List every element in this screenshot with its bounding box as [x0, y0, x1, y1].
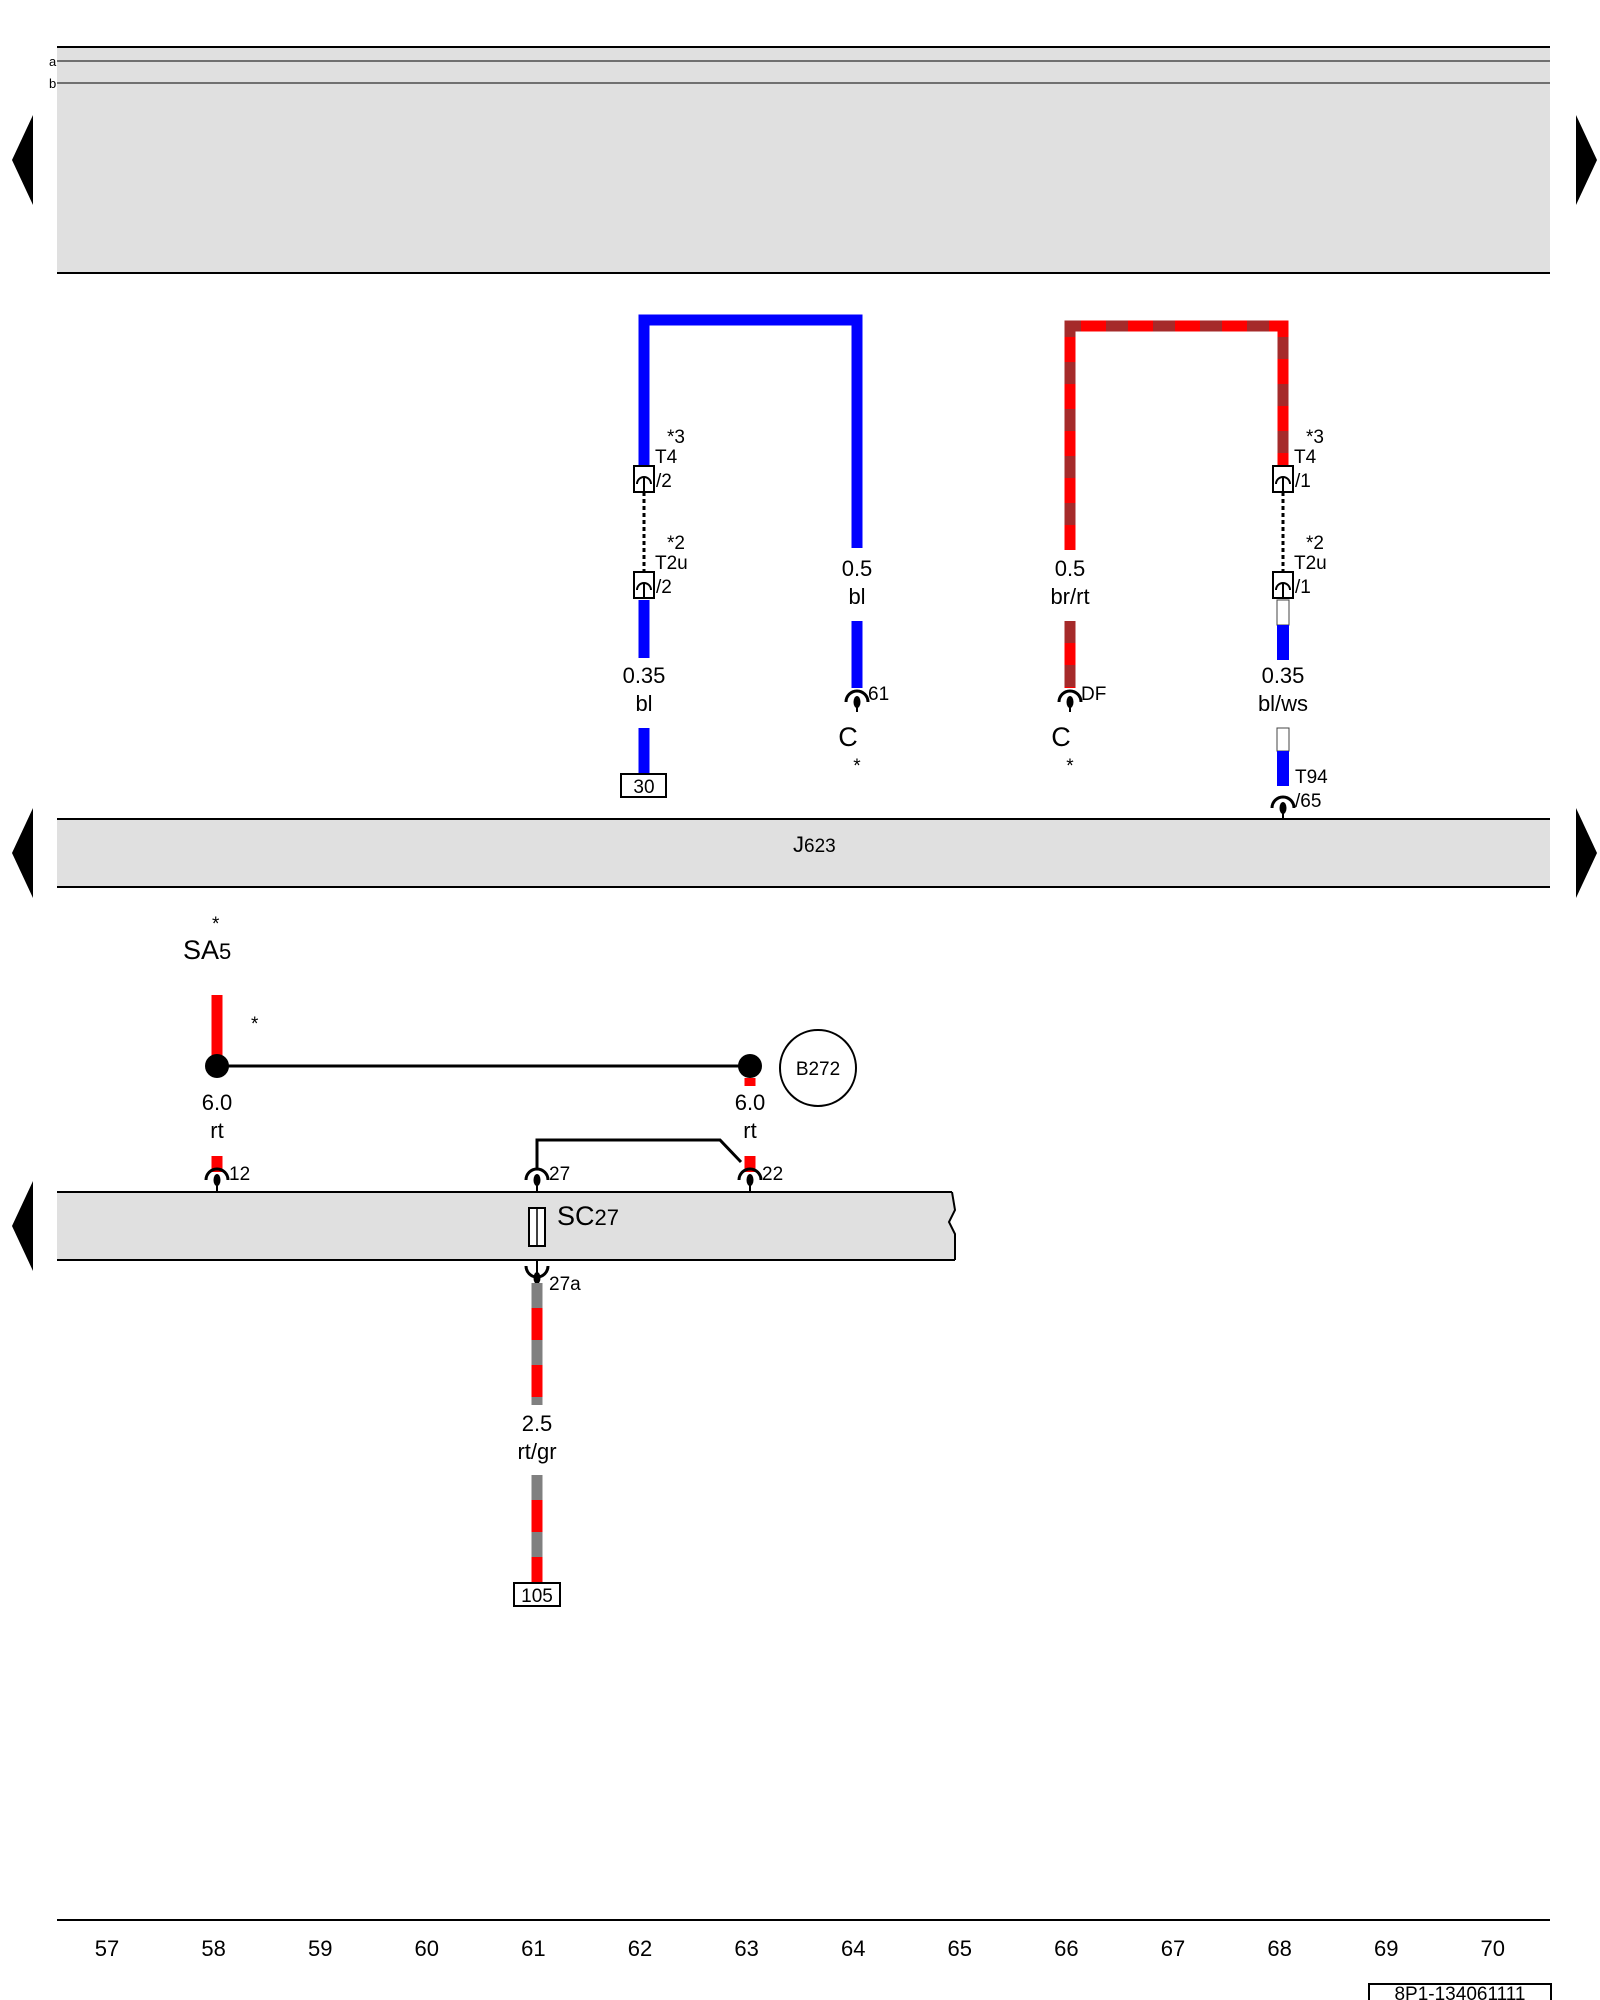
grid-number: 62 [628, 1936, 652, 1961]
pin-connector-22 [737, 1167, 763, 1192]
grid-number: 67 [1161, 1936, 1185, 1961]
control-unit-j623 [57, 819, 1550, 887]
pin-label-27a: 27a [549, 1274, 581, 1295]
fuse-carrier-sc [57, 1192, 955, 1260]
wire-color-label: bl/ws [1258, 691, 1308, 716]
pin-label-27: 27 [549, 1164, 570, 1185]
junction-dot-right [738, 1054, 762, 1078]
grid-number: 63 [734, 1936, 758, 1961]
wire-color-label: br/rt [1050, 584, 1089, 609]
pin-connector-27a [524, 1260, 550, 1284]
svg-text:*2: *2 [667, 533, 685, 554]
pin-label-df: DF [1081, 684, 1106, 705]
wire-blws-white-a [1276, 599, 1290, 626]
wire-gauge-label: 0.35 [623, 663, 666, 688]
wire-color-label: rt [210, 1118, 223, 1143]
terminal-label-105: 105 [521, 1586, 553, 1607]
svg-text:*2: *2 [1306, 533, 1324, 554]
grid-number: 69 [1374, 1936, 1398, 1961]
pin-connector-t94-65 [1270, 795, 1296, 820]
sa5-label: SA5 [183, 935, 231, 965]
grid-number: 59 [308, 1936, 332, 1961]
svg-text:T4: T4 [1294, 447, 1317, 468]
left-arrow-icon[interactable] [12, 1181, 33, 1271]
wire-color-label: rt [743, 1118, 756, 1143]
rail-b-label: b [49, 76, 56, 91]
wire-gauge-label: 0.5 [1055, 556, 1086, 581]
grid-number: 61 [521, 1936, 545, 1961]
grid-number-row: 57 58 59 60 61 62 63 64 65 66 67 68 69 70 [95, 1936, 1505, 1961]
svg-text:/1: /1 [1295, 471, 1311, 492]
left-arrow-icon[interactable] [12, 115, 33, 205]
wire-fuse-feed [535, 1138, 743, 1170]
grid-number: 68 [1267, 1936, 1291, 1961]
wire-gauge-label: 0.35 [1262, 663, 1305, 688]
connector-c-label: C [1051, 722, 1071, 752]
pin-label-65: /65 [1295, 791, 1321, 812]
svg-text:*3: *3 [667, 427, 685, 448]
terminal-label-30: 30 [633, 777, 654, 798]
svg-text:T2u: T2u [1294, 553, 1327, 574]
wire-brrt-loop-tracer [1064, 320, 1289, 550]
wire-blws-blue-b [1277, 751, 1289, 786]
pin-connector-df [1057, 689, 1083, 712]
pin-connector-12 [204, 1167, 230, 1192]
wire-gauge-label: 6.0 [735, 1090, 766, 1115]
left-arrow-icon[interactable] [12, 808, 33, 898]
wire-color-label: rt/gr [517, 1439, 556, 1464]
grid-number: 70 [1481, 1936, 1505, 1961]
grid-number: 66 [1054, 1936, 1078, 1961]
junction-dot-left [205, 1054, 229, 1078]
wire-blws-blue-a [1277, 625, 1289, 660]
terminal-box-105 [513, 1582, 561, 1607]
wire-color-label: bl [848, 584, 865, 609]
wire-brrt-loop [1064, 320, 1289, 550]
grid-number: 64 [841, 1936, 865, 1961]
doc-code: 8P1-134061111 [1394, 1984, 1525, 2000]
sa5-note: * [212, 914, 220, 935]
grid-number: 57 [95, 1936, 119, 1961]
note-asterisk: * [1066, 756, 1074, 777]
terminal-box-30 [620, 773, 667, 798]
ground-circle-b272 [779, 1029, 857, 1107]
pin-connector-27 [524, 1167, 550, 1192]
wire-gauge-label: 0.5 [842, 556, 873, 581]
connector-t2u-left: *2 T2u /2 [633, 533, 688, 599]
connector-t4-left: *3 T4 /2 [633, 427, 685, 493]
pin-label-12: 12 [229, 1164, 250, 1185]
note-asterisk: * [853, 756, 861, 777]
fuse-carrier-break [947, 1191, 957, 1260]
wire-gauge-label: 2.5 [522, 1411, 553, 1436]
bus-note: * [251, 1014, 259, 1035]
right-arrow-icon[interactable] [1576, 115, 1597, 205]
svg-text:*3: *3 [1306, 427, 1324, 448]
top-rail-panel [57, 47, 1550, 273]
pin-connector-61 [844, 689, 870, 712]
pin-label-22: 22 [762, 1164, 783, 1185]
fuse-label-sc27: SC27 [557, 1201, 619, 1231]
wire-blws-white-b [1276, 727, 1290, 752]
grid-number: 58 [201, 1936, 225, 1961]
pin-label-61: 61 [868, 684, 889, 705]
wire-gauge-label: 6.0 [202, 1090, 233, 1115]
grid-number: 60 [415, 1936, 439, 1961]
wire-blue-loop [638, 314, 863, 548]
control-unit-label: J623 [793, 832, 836, 857]
svg-text:/1: /1 [1295, 577, 1311, 598]
connector-c-label: C [838, 722, 858, 752]
svg-text:T2u: T2u [655, 553, 688, 574]
connector-t4-right: *3 T4 /1 [1272, 427, 1324, 493]
connector-t94-label: T94 [1295, 767, 1328, 788]
right-arrow-icon[interactable] [1576, 808, 1597, 898]
rail-a-label: a [49, 54, 57, 69]
svg-text:/2: /2 [656, 577, 672, 598]
wire-color-label: bl [635, 691, 652, 716]
grid-number: 65 [948, 1936, 972, 1961]
svg-text:/2: /2 [656, 471, 672, 492]
svg-text:T4: T4 [655, 447, 678, 468]
ground-label-b272: B272 [796, 1059, 840, 1080]
connector-t2u-right: *2 T2u /1 [1272, 533, 1327, 599]
doc-code-box [1368, 1983, 1552, 2000]
